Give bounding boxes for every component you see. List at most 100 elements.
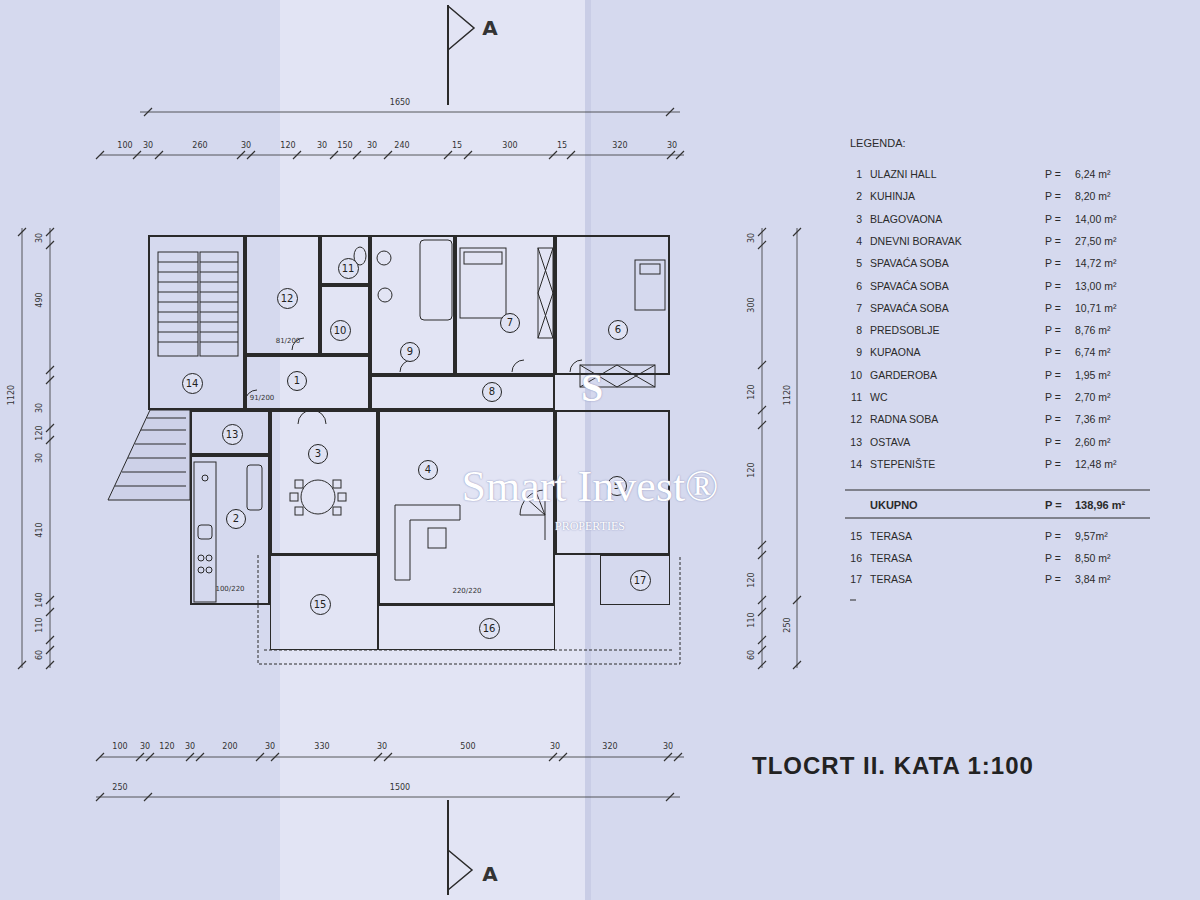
- room-number: 17: [630, 570, 651, 591]
- legend-cell: 14,72 m²: [1075, 258, 1116, 270]
- legend-cell: TERASA: [870, 574, 912, 586]
- legend-cell: 6: [856, 281, 862, 293]
- dimension-text: 30: [550, 743, 560, 752]
- legend-cell: P =: [1045, 192, 1061, 204]
- drawing-title: TLOCRT II. KATA 1:100: [752, 752, 1034, 780]
- dimension-text: 120: [748, 462, 757, 477]
- dimension-text: 60: [748, 650, 757, 660]
- legend-cell: 14: [850, 459, 862, 471]
- dimension-text: 120: [36, 425, 45, 440]
- dimension-text: 1650: [390, 99, 410, 108]
- room-outline: 3: [270, 410, 378, 555]
- legend-cell: P =: [1045, 303, 1061, 315]
- furniture: [108, 240, 1150, 664]
- legend-cell: 16: [850, 553, 862, 565]
- dimension-text: 120: [280, 142, 295, 151]
- legend-cell: 12: [850, 415, 862, 427]
- room-number: 4: [418, 460, 438, 480]
- dimension-text: 30: [663, 743, 673, 752]
- dimension-text: 120: [159, 743, 174, 752]
- legend-cell: P =: [1045, 437, 1061, 449]
- dimension-text: 220/220: [452, 588, 481, 596]
- legend-cell: 14,00 m²: [1075, 214, 1116, 226]
- dimension-text: 30: [36, 453, 45, 463]
- dimension-text: 30: [367, 142, 377, 151]
- dimension-text: 30: [241, 142, 251, 151]
- room-number: 12: [277, 288, 298, 309]
- room-outline: 10: [320, 285, 370, 355]
- room-number: 10: [330, 320, 351, 341]
- legend-cell: P =: [1045, 415, 1061, 427]
- legend-cell: 7: [856, 303, 862, 315]
- dimension-text: 120: [748, 572, 757, 587]
- dimension-text: 30: [317, 142, 327, 151]
- watermark: Smart Invest®: [461, 463, 718, 511]
- legend-cell: P =: [1045, 236, 1061, 248]
- dimension-text: 30: [185, 743, 195, 752]
- dimension-text: 490: [36, 292, 45, 307]
- legend-cell: SPAVAĆA SOBA: [870, 303, 949, 315]
- room-outline: 16: [378, 605, 555, 650]
- legend-cell: 6,24 m²: [1075, 169, 1111, 181]
- dimension-text: 30: [265, 743, 275, 752]
- dimension-text: 30: [748, 233, 757, 243]
- legend-cell: KUHINJA: [870, 192, 915, 204]
- dimension-text: 15: [557, 142, 567, 151]
- legend-cell: 2,70 m²: [1075, 392, 1111, 404]
- room-number: 2: [226, 509, 246, 529]
- room-number: 9: [400, 342, 420, 362]
- legend-cell: 9,57m²: [1075, 531, 1108, 543]
- dimension-text: 30: [377, 743, 387, 752]
- dimension-text: 410: [36, 522, 45, 537]
- legend-cell: 15: [850, 531, 862, 543]
- legend-cell: DNEVNI BORAVAK: [870, 236, 962, 248]
- dimension-text: 1500: [390, 784, 410, 793]
- room-outline: 13: [190, 410, 270, 455]
- dimension-text: 100: [112, 743, 127, 752]
- legend-cell: 10,71 m²: [1075, 303, 1116, 315]
- dimension-text: 100: [117, 142, 132, 151]
- room-number: 13: [222, 424, 243, 445]
- room-number: 8: [482, 382, 502, 402]
- watermark: S: [581, 366, 603, 410]
- legend-cell: 8,50 m²: [1075, 553, 1111, 565]
- legend-cell: 3: [856, 214, 862, 226]
- dimension-text: 240: [394, 142, 409, 151]
- legend-cell: 8,76 m²: [1075, 325, 1111, 337]
- room-outline: 6: [555, 235, 670, 375]
- dimension-text: 330: [314, 743, 329, 752]
- legend-cell: P =: [1045, 392, 1061, 404]
- room-outline: 15: [270, 555, 378, 650]
- legend-cell: P =: [1045, 258, 1061, 270]
- dimension-text: 1120: [8, 385, 17, 405]
- legend-cell: 12,48 m²: [1075, 459, 1116, 471]
- dimension-text: 110: [36, 617, 45, 632]
- dimension-text: 260: [192, 142, 207, 151]
- legend-cell: 17: [850, 574, 862, 586]
- legend-cell: STEPENIŠTE: [870, 459, 935, 471]
- legend-cell: 11: [851, 392, 862, 404]
- dimension-text: 100/220: [215, 586, 244, 594]
- legend-cell: P =: [1045, 531, 1061, 543]
- legend-cell: P =: [1045, 459, 1061, 471]
- section-markers: [448, 5, 474, 895]
- dimension-text: 1120: [784, 385, 793, 405]
- room-number: 14: [182, 373, 203, 394]
- room-outline: 7: [455, 235, 555, 375]
- legend-cell: P =: [1045, 281, 1061, 293]
- legend-cell: 27,50 m²: [1075, 236, 1116, 248]
- legend-cell: 3,84 m²: [1075, 574, 1111, 586]
- room-outline: 12: [245, 235, 320, 355]
- dimension-text: 30: [36, 403, 45, 413]
- legend-cell: 13: [850, 437, 862, 449]
- dimension-text: 60: [36, 650, 45, 660]
- legend-cell: P =: [1045, 169, 1061, 181]
- legend-cell: 13,00 m²: [1075, 281, 1116, 293]
- legend-cell: P =: [1045, 370, 1061, 382]
- watermark: PROPERTIES: [555, 520, 625, 533]
- room-outline: 2: [190, 455, 270, 605]
- legend-cell: P =: [1045, 214, 1061, 226]
- room-outline: 17: [600, 555, 670, 605]
- legend-cell: LEGENDA:: [850, 137, 906, 149]
- dimension-text: 320: [612, 142, 627, 151]
